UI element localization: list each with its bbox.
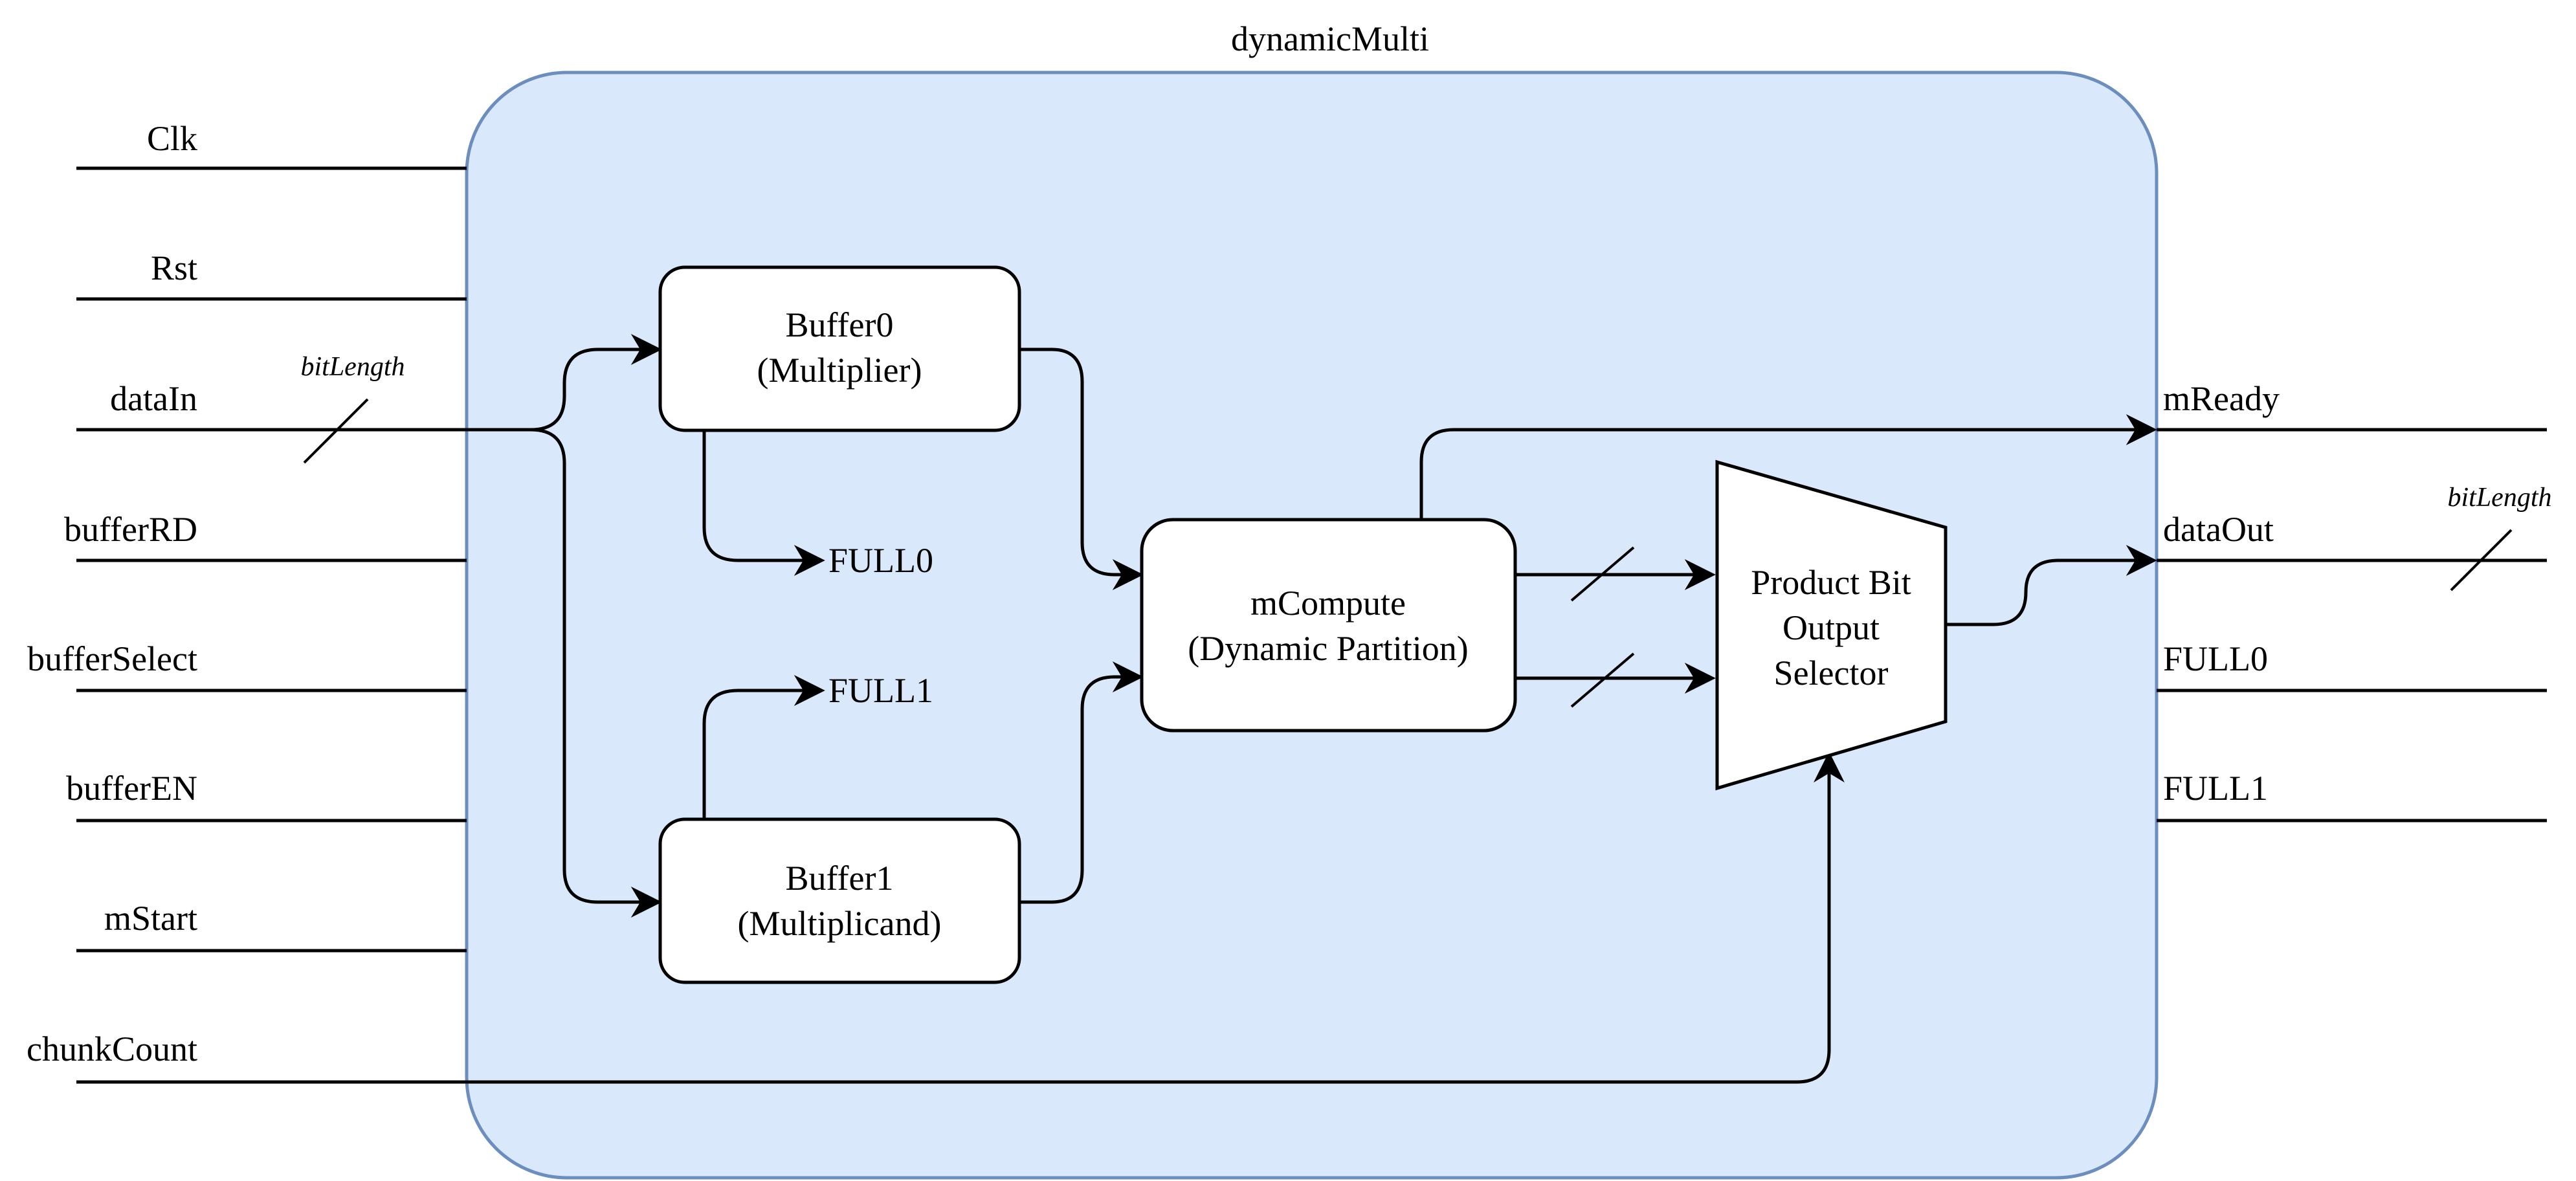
buffer1-full1-wire [702, 675, 825, 819]
chunkcount-label: chunkCount [27, 1030, 197, 1068]
full1-internal-label: FULL1 [828, 671, 933, 710]
full0-internal-label: FULL0 [828, 541, 933, 580]
mcompute-block [1140, 518, 1517, 733]
mready-label: mReady [2163, 379, 2280, 418]
datain-to-buffer1-wire [530, 428, 662, 918]
buffer0-name: Buffer0 [786, 305, 894, 344]
bufferen-label: bufferEN [66, 769, 197, 808]
rst-label: Rst [151, 248, 197, 287]
buffer0-role: (Multiplier) [757, 351, 922, 390]
buffer0-block [658, 265, 1021, 432]
clk-label: Clk [147, 119, 197, 158]
module-title: dynamicMulti [1231, 19, 1429, 58]
bufferrd-label: bufferRD [64, 510, 197, 549]
mcompute-name: mCompute [1250, 584, 1406, 623]
mstart-label: mStart [104, 899, 197, 938]
selector-line2: Output [1782, 608, 1880, 647]
datain-bus-slash [303, 398, 369, 464]
output-selector-block [1715, 459, 1948, 791]
buffer1-to-mcompute-wire [1019, 661, 1144, 904]
full0-out-label: FULL0 [2163, 639, 2268, 678]
selector-to-dataout-wire [1946, 545, 2157, 626]
bus-1-slash [1570, 546, 1635, 602]
selector-line1: Product Bit [1751, 563, 1911, 602]
datain-to-buffer0-wire [467, 334, 662, 432]
buffer0-full0-wire [702, 430, 825, 576]
buffer1-role: (Multiplicand) [738, 904, 942, 943]
datain-label: dataIn [110, 379, 197, 418]
dataout-bus-slash [2450, 529, 2513, 591]
dataout-label: dataOut [2163, 510, 2274, 549]
mcompute-role: (Dynamic Partition) [1188, 629, 1468, 668]
buffer0-to-mcompute-wire [1019, 348, 1144, 590]
chunkcount-to-selector-wire [467, 751, 1845, 1084]
datain-bus-width-label: bitLength [300, 352, 405, 382]
dataout-bus-width-label: bitLength [2447, 483, 2551, 513]
buffer1-name: Buffer1 [786, 859, 894, 898]
buffer1-block [658, 817, 1021, 984]
full1-out-label: FULL1 [2163, 769, 2268, 808]
mcompute-to-mready-wire [1419, 414, 2157, 520]
bufferselect-label: bufferSelect [27, 639, 197, 678]
bus-2-slash [1570, 652, 1635, 708]
selector-line3: Selector [1774, 654, 1889, 692]
